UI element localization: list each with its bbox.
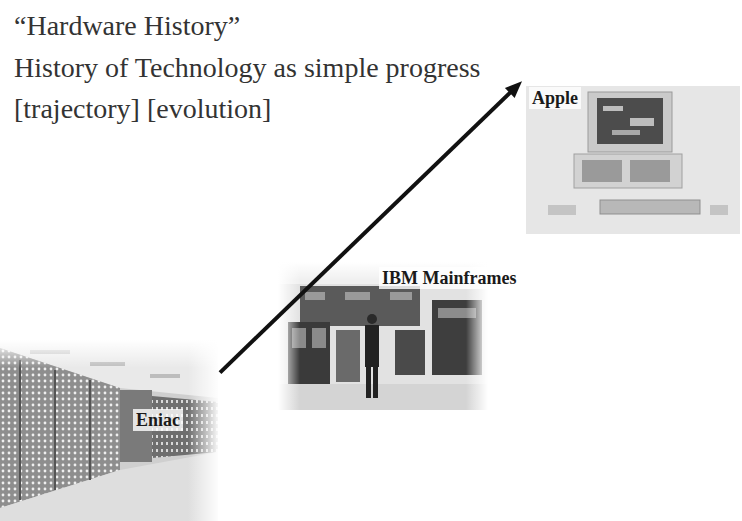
subtitle-text: History of Technology as simple progress… <box>14 47 496 129</box>
ibm-back-cabinets <box>300 286 420 326</box>
accessory <box>710 205 728 215</box>
photo-node: IBM Mainframes <box>278 262 548 410</box>
monitor-screen <box>597 98 663 144</box>
person-head <box>367 314 377 324</box>
apple-photo <box>526 86 740 234</box>
arrow-line <box>220 91 512 373</box>
cabinet-panel <box>345 292 370 300</box>
keyboard <box>600 200 700 214</box>
ibm-cabinet <box>395 330 425 375</box>
disk-drive <box>582 160 622 182</box>
panel-divider <box>19 360 21 500</box>
disk-drive <box>630 160 670 182</box>
photo-node: Eniac <box>0 340 220 521</box>
panel-divider <box>89 380 91 480</box>
arrow-head <box>505 81 522 98</box>
photo-node: Apple <box>522 78 742 235</box>
progress-arrow <box>220 81 522 372</box>
apple-background <box>526 86 740 234</box>
photo-fade <box>278 262 300 410</box>
screen-glyphs <box>630 118 654 126</box>
photo-label: Eniac <box>133 409 183 431</box>
monitor-case <box>588 92 672 152</box>
photo-label: Apple <box>529 87 581 109</box>
tape-reel-window <box>312 328 326 348</box>
ibm-floor <box>278 384 488 410</box>
person-leg <box>366 366 371 398</box>
person-leg <box>373 366 378 398</box>
cabinet-panel <box>390 292 412 300</box>
eniac-ground <box>0 340 218 521</box>
accessory <box>548 205 576 215</box>
photo-fade <box>0 340 218 368</box>
photo-fade <box>188 340 220 521</box>
screen-glyphs <box>603 106 623 111</box>
cabinet-panel <box>305 292 325 300</box>
panel-divider <box>54 370 56 490</box>
eniac-photo <box>0 340 220 521</box>
ceiling-light <box>150 374 180 378</box>
person-body <box>365 325 379 367</box>
screen-glyphs <box>612 130 640 135</box>
computer-case <box>574 154 682 188</box>
ibm-cabinet <box>336 330 360 382</box>
slide-title: “Hardware History” <box>14 6 240 46</box>
photo-label: IBM Mainframes <box>379 267 519 289</box>
eniac-floor <box>0 452 218 521</box>
